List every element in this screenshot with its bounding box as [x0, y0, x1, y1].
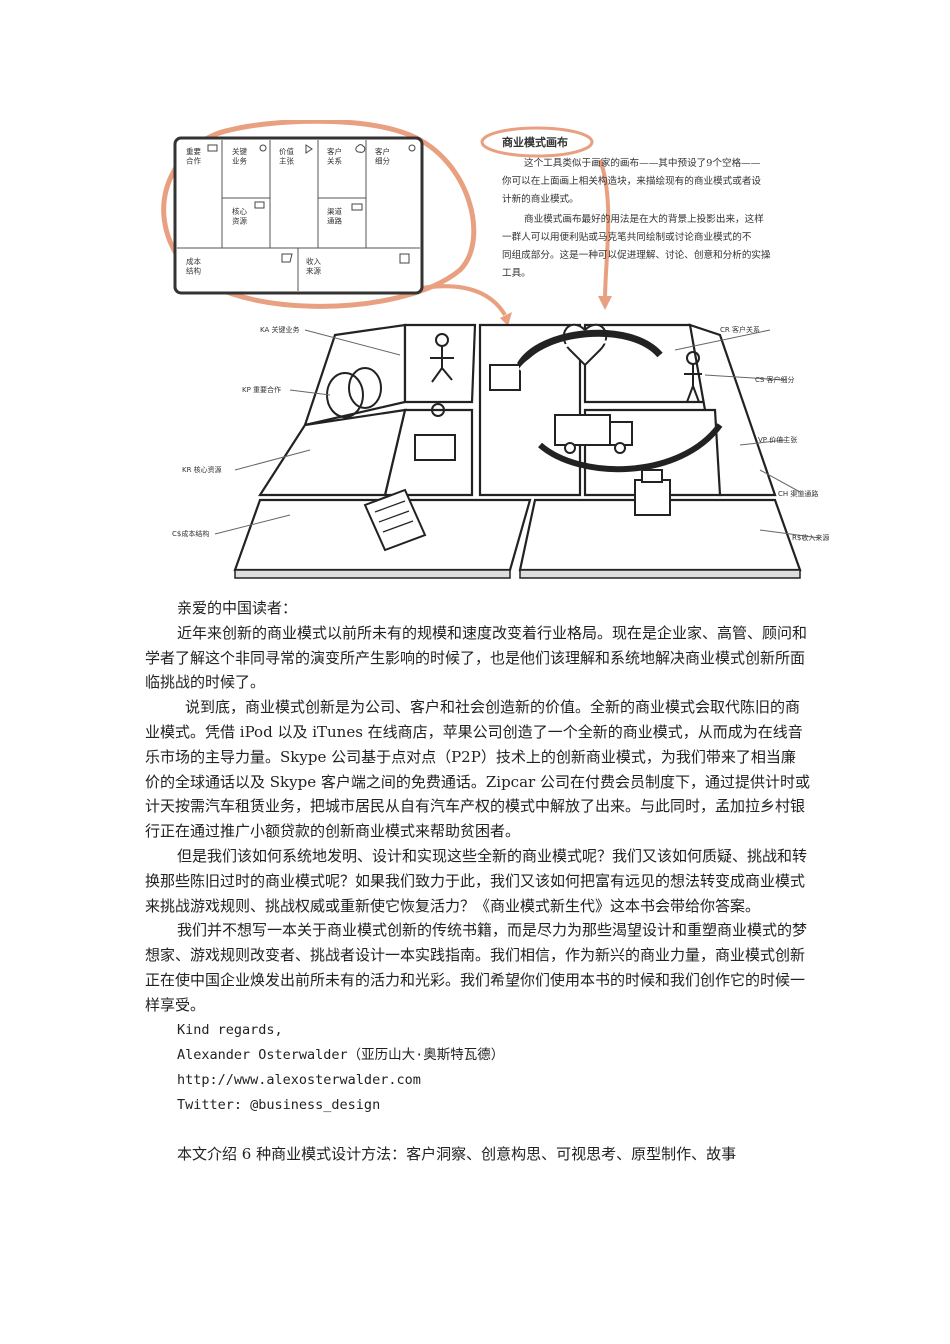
letter-paragraph: 我们并不想写一本关于商业模式创新的传统书籍，而是尽力为那些渴望设计和重塑商业模式… — [145, 921, 808, 1014]
leader-lines — [214, 329, 821, 539]
card-heart-icon — [355, 144, 366, 153]
receipt-lines-icon — [374, 500, 414, 533]
machine-icon — [414, 434, 456, 461]
label-cr: CR 客户关系 — [720, 325, 760, 334]
label-kr: KR 核心资源 — [182, 465, 222, 474]
board-block-kp — [303, 323, 407, 427]
label-ka: KA 关键业务 — [260, 325, 299, 334]
board-block-ka — [403, 323, 477, 404]
card-worker-icon — [259, 144, 267, 152]
card-truck-icon — [351, 203, 363, 211]
note-line-7: 工具。 — [502, 268, 531, 279]
canvas-card: 重要合作 关键业务 价值主张 客户关系 客户细分 核心资源 渠道通路 成本结构 … — [173, 136, 424, 295]
orange-arrow-right — [598, 159, 611, 301]
card-person-icon — [408, 144, 416, 152]
letter-closing: Kind regards, — [177, 1021, 283, 1038]
canvas-note: 商业模式画布 这个工具类似于画家的画布——其中预设了9个空格—— 你可以在上面画… — [502, 135, 771, 279]
card-cell-kr: 核心资源 — [232, 206, 247, 225]
canvas-illustration-svg: 重要合作 关键业务 价值主张 客户关系 客户细分 核心资源 渠道通路 成本结构 … — [161, 120, 829, 579]
orange-loop — [161, 120, 477, 309]
orange-arrowhead-left — [500, 312, 512, 326]
note-line-1: 这个工具类似于画家的画布——其中预设了9个空格—— — [524, 157, 761, 169]
relationship-arc-inner-icon — [518, 340, 657, 371]
spacer — [145, 1118, 810, 1142]
note-title: 商业模式画布 — [502, 135, 568, 149]
card-cell-cr: 客户关系 — [327, 146, 342, 165]
note-line-5: 一群人可以用便利贴或马克笔共同绘制或讨论商业模式的不 — [502, 231, 752, 243]
orange-arrow-left — [409, 284, 507, 317]
label-vp: VP 价值主张 — [758, 435, 797, 444]
card-cell-cost: 成本结构 — [186, 256, 201, 275]
label-cs-cost: C$成本结构 — [172, 529, 209, 538]
label-cs: CS 客户细分 — [755, 375, 795, 384]
letter-paragraph: 说到底，商业模式创新是为公司、客户和社会创造新的价值。全新的商业模式会取代陈旧的… — [145, 698, 810, 841]
letter-paragraph: 但是我们该如何系统地发明、设计和实现这些全新的商业模式呢？我们又该如何质疑、挑战… — [145, 846, 808, 915]
letter-paragraph: 近年来创新的商业模式以前所未有的规模和速度改变着行业格局。现在是企业家、高管、顾… — [145, 623, 808, 692]
card-cell-ch: 渠道通路 — [327, 206, 342, 225]
note-line-3: 计新的商业模式。 — [502, 193, 579, 205]
receipt-icon — [363, 488, 427, 552]
card-cell-vp: 价值主张 — [279, 146, 294, 165]
letter-salutation: 亲爱的中国读者： — [177, 599, 298, 617]
canvas-board — [233, 323, 802, 572]
author-website-link[interactable]: http://www.alexosterwalder.com — [177, 1071, 421, 1088]
orange-title-ring — [480, 126, 594, 158]
note-line-4: 商业模式画布最好的用法是在大的背景上投影出来，这样 — [524, 213, 764, 225]
label-ch: CH 渠道通路 — [778, 489, 818, 498]
cash-register-icon — [634, 479, 671, 516]
truck-body-icon — [554, 414, 611, 446]
card-factory-icon — [254, 201, 265, 209]
channel-arc-icon — [538, 423, 723, 473]
author-twitter-handle[interactable]: Twitter: @business_design — [177, 1096, 381, 1113]
relationship-arc-icon — [516, 329, 663, 367]
intro-sentence: 本文介绍 6 种商业模式设计方法：客户洞察、创意构思、可视思考、原型制作、故事 — [177, 1144, 737, 1163]
note-line-2: 你可以在上面画上相关构造块，来描绘现有的商业模式或者设 — [502, 175, 761, 187]
board-block-kp-lower — [257, 408, 407, 497]
letter-author-name: Alexander Osterwalder（亚历山大·奥斯特瓦德） — [177, 1046, 505, 1063]
card-cell-kp: 重要合作 — [186, 147, 201, 165]
factory-worker-head-icon — [431, 403, 445, 417]
cash-register-screen-icon — [641, 469, 663, 483]
gift-box-icon — [489, 364, 521, 391]
board-pictograms — [326, 323, 723, 552]
card-cell-rev: 收入来源 — [306, 256, 321, 275]
orange-arrowhead-right — [598, 296, 612, 310]
letter-body: 亲爱的中国读者： 近年来创新的商业模式以前所未有的规模和速度改变着行业格局。现在… — [145, 596, 810, 1166]
card-receipt-icon — [281, 253, 293, 263]
card-gift-icon — [305, 144, 313, 154]
customer-body-icon — [684, 364, 702, 403]
business-model-canvas-illustration: 重要合作 关键业务 价值主张 客户关系 客户细分 核心资源 渠道通路 成本结构 … — [160, 120, 850, 580]
truck-cab-icon — [609, 421, 633, 446]
label-kp: KP 重要合作 — [242, 385, 281, 394]
truck-wheel-icon-2 — [614, 442, 626, 454]
note-line-6: 同组成部分。这是一种可以促进理解、讨论、创意和分析的实操 — [502, 249, 771, 261]
label-rs: R$收入来源 — [792, 533, 829, 542]
board-edge-cost — [234, 569, 511, 579]
card-register-icon — [399, 253, 410, 264]
truck-wheel-icon — [564, 442, 576, 454]
rings-icon-2 — [348, 367, 382, 409]
worker-body-icon — [430, 346, 454, 383]
board-edge-revenue — [519, 569, 801, 579]
card-handshake-icon — [207, 144, 218, 152]
card-cell-cs: 客户细分 — [375, 146, 390, 165]
card-cell-ka: 关键业务 — [232, 146, 247, 165]
